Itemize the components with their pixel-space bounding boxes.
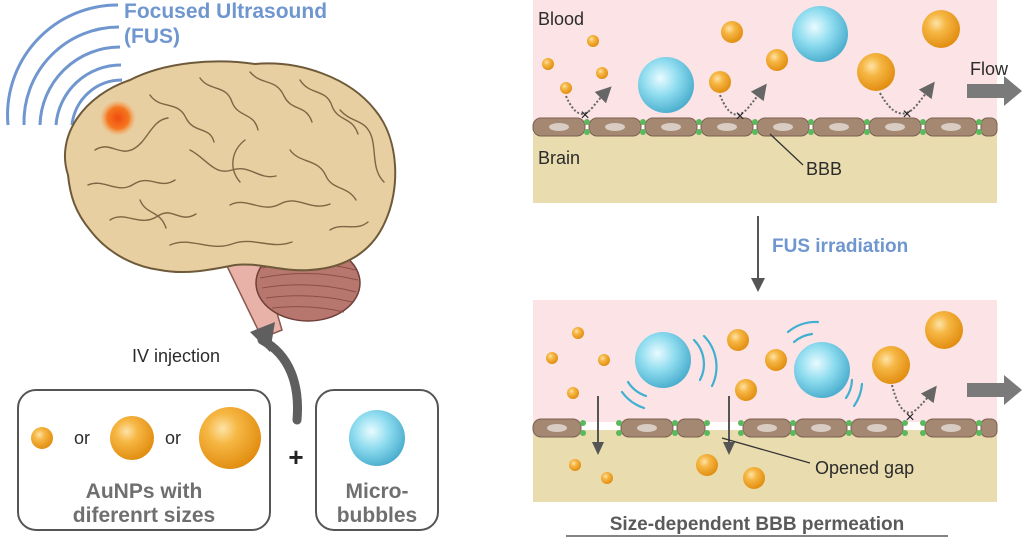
microbubble-icon bbox=[349, 410, 405, 466]
microbubble bbox=[792, 6, 848, 62]
blood-region bbox=[533, 0, 997, 125]
cerebrum bbox=[63, 60, 397, 274]
gold-nanoparticle bbox=[743, 467, 765, 489]
gold-nanoparticle bbox=[735, 379, 757, 401]
flow-label: Flow bbox=[970, 59, 1009, 79]
gold-nanoparticle bbox=[560, 82, 572, 94]
microbubble bbox=[794, 342, 850, 398]
block-cross-icon: × bbox=[580, 107, 589, 124]
brain-illustration bbox=[63, 60, 397, 339]
endothelial-cell bbox=[980, 117, 998, 137]
ultrasound-wave-icon bbox=[70, 78, 123, 126]
gold-nanoparticle-icon bbox=[199, 407, 261, 469]
aunps-or-1: or bbox=[74, 428, 90, 448]
iv-injection-arrowhead bbox=[250, 322, 275, 352]
flow-arrow-icon bbox=[967, 375, 1022, 405]
aunps-label-line2: diferenrt sizes bbox=[73, 504, 215, 527]
microbubbles-label-line1: Micro- bbox=[346, 480, 409, 503]
brain-label: Brain bbox=[538, 148, 580, 168]
gold-nanoparticle bbox=[765, 349, 787, 371]
diagram-caption: Size-dependent BBB permeation bbox=[610, 514, 905, 535]
gold-nanoparticle bbox=[727, 329, 749, 351]
iv-injection-label: IV injection bbox=[132, 346, 220, 366]
gold-nanoparticle bbox=[587, 35, 599, 47]
transition-arrowhead bbox=[751, 278, 765, 292]
gold-nanoparticle bbox=[857, 53, 895, 91]
block-cross-icon: × bbox=[905, 409, 914, 426]
gold-nanoparticle bbox=[567, 387, 579, 399]
tight-junctions bbox=[584, 119, 982, 135]
flow-arrow-icon bbox=[967, 76, 1022, 106]
gold-nanoparticle bbox=[569, 459, 581, 471]
microbubbles-label-line2: bubbles bbox=[337, 504, 418, 527]
gold-nanoparticle bbox=[925, 311, 963, 349]
brain-region bbox=[533, 133, 997, 203]
opened-gap-label: Opened gap bbox=[815, 458, 914, 478]
brain-folds bbox=[87, 71, 385, 248]
gold-nanoparticle bbox=[601, 472, 613, 484]
aunps-or-2: or bbox=[165, 428, 181, 448]
gold-nanoparticle bbox=[696, 454, 718, 476]
microbubble bbox=[635, 332, 691, 388]
bbb-leader-line bbox=[769, 133, 804, 166]
gold-nanoparticle bbox=[721, 21, 743, 43]
gold-nanoparticle bbox=[872, 346, 910, 384]
gold-nanoparticle bbox=[598, 354, 610, 366]
ultrasound-wave-icon bbox=[54, 63, 122, 126]
top-panel: Blood Brain × × × BBB bbox=[532, 0, 998, 203]
fus-title-line1: Focused Ultrasound bbox=[124, 0, 327, 23]
fus-focal-spot bbox=[100, 100, 136, 136]
gold-nanoparticle bbox=[709, 71, 731, 93]
bubble-oscillation-arcs bbox=[620, 320, 864, 410]
endothelial-cell bbox=[676, 418, 706, 438]
microbubble bbox=[638, 57, 694, 113]
gold-nanoparticle bbox=[546, 352, 558, 364]
fus-title-line2: (FUS) bbox=[124, 25, 180, 48]
ultrasound-wave-icon bbox=[6, 3, 119, 126]
gold-nanoparticle bbox=[572, 327, 584, 339]
plus-sign: + bbox=[288, 442, 303, 472]
aunps-label-line1: AuNPs with bbox=[86, 480, 203, 503]
blocked-path bbox=[719, 83, 767, 116]
endothelial-cell-layer bbox=[532, 117, 998, 137]
block-cross-icon: × bbox=[902, 106, 911, 123]
opened-gap-leader-line bbox=[721, 437, 811, 464]
gold-nanoparticle bbox=[766, 49, 788, 71]
gold-nanoparticle-icon bbox=[110, 416, 154, 460]
block-cross-icon: × bbox=[735, 108, 744, 125]
endothelial-cell-layer bbox=[532, 418, 998, 438]
blood-region bbox=[533, 300, 997, 422]
blocked-path bbox=[891, 384, 937, 414]
brain-region bbox=[533, 430, 997, 502]
ultrasound-wave-icon bbox=[38, 45, 121, 126]
blood-label: Blood bbox=[538, 9, 584, 29]
gold-nanoparticle-icon bbox=[31, 427, 53, 449]
permeation-arrowhead bbox=[723, 442, 735, 455]
bottom-panel: × Opened gap bbox=[532, 300, 998, 502]
gold-nanoparticle bbox=[922, 10, 960, 48]
fus-irradiation-label: FUS irradiation bbox=[772, 236, 908, 257]
tight-junctions bbox=[580, 420, 982, 436]
bbb-label: BBB bbox=[806, 159, 842, 179]
endothelial-cell bbox=[980, 418, 998, 438]
gold-nanoparticle bbox=[542, 58, 554, 70]
blocked-path bbox=[879, 81, 935, 115]
gold-nanoparticle bbox=[596, 67, 608, 79]
permeation-arrowhead bbox=[592, 442, 604, 455]
blocked-path bbox=[565, 86, 612, 115]
ultrasound-waves bbox=[6, 3, 123, 126]
ultrasound-wave-icon bbox=[22, 25, 120, 126]
